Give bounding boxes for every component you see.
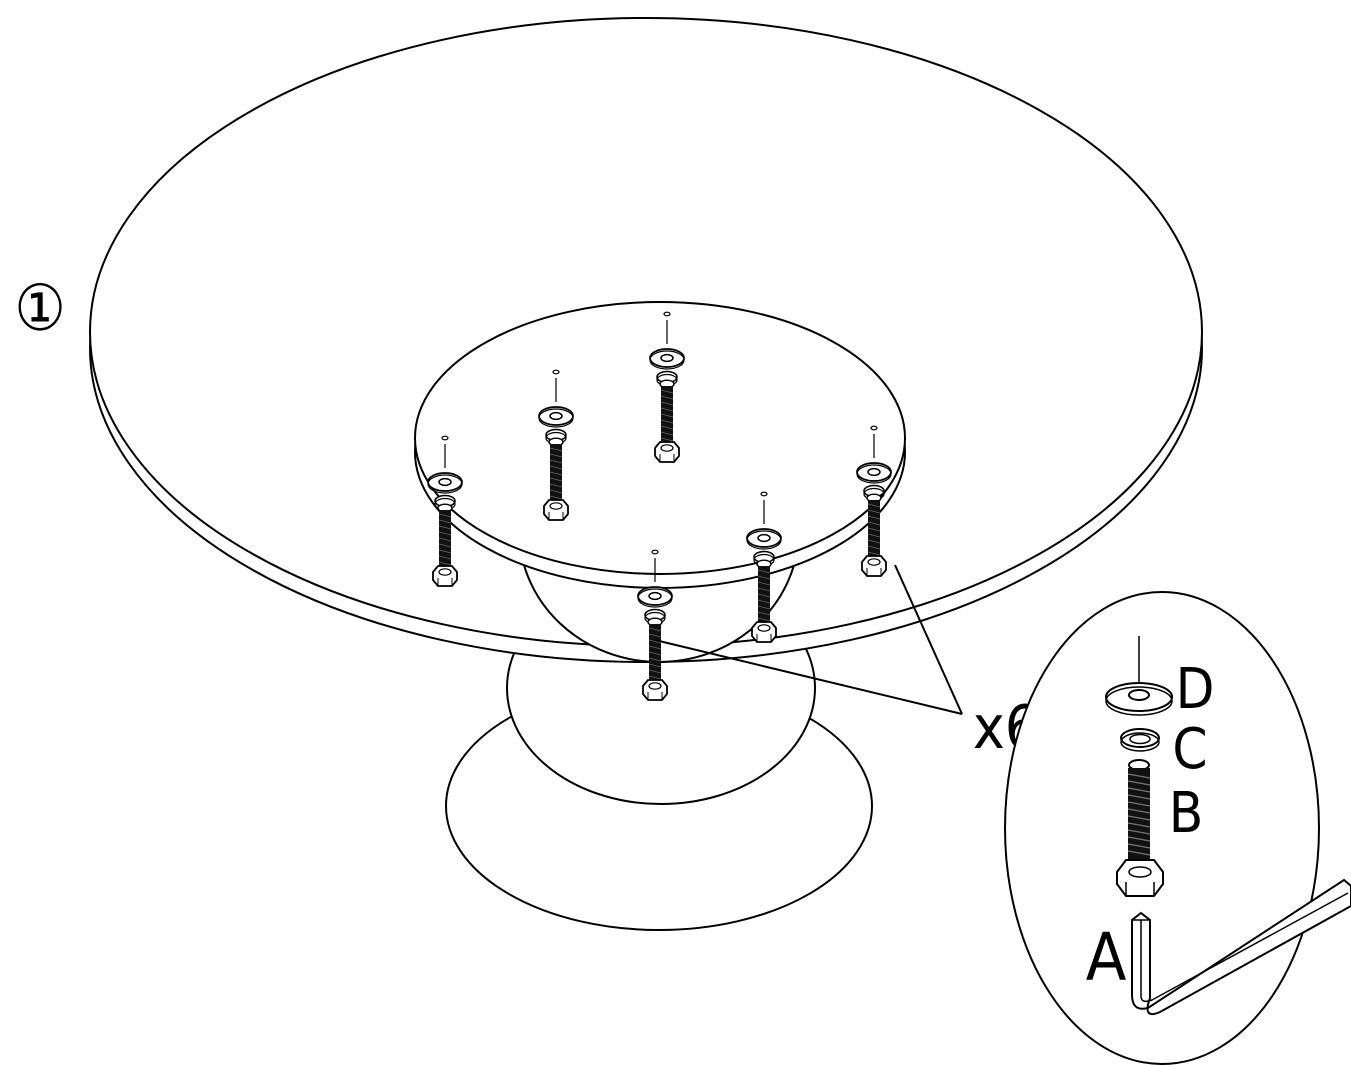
part-label-b: B bbox=[1169, 781, 1204, 846]
part-label-c: C bbox=[1172, 717, 1207, 782]
allen-key-icon bbox=[1131, 878, 1351, 1016]
detail-callout bbox=[1004, 591, 1320, 1065]
bolt-icon bbox=[1116, 759, 1164, 897]
mounting-plate bbox=[414, 301, 906, 575]
part-label-a: A bbox=[1086, 919, 1127, 996]
spring-washer-icon bbox=[1120, 728, 1160, 752]
flat-washer-icon bbox=[1105, 636, 1173, 716]
leader-line bbox=[654, 639, 963, 715]
leader-line bbox=[894, 564, 963, 715]
part-label-d: D bbox=[1176, 657, 1215, 722]
step-number: ① bbox=[14, 272, 66, 346]
